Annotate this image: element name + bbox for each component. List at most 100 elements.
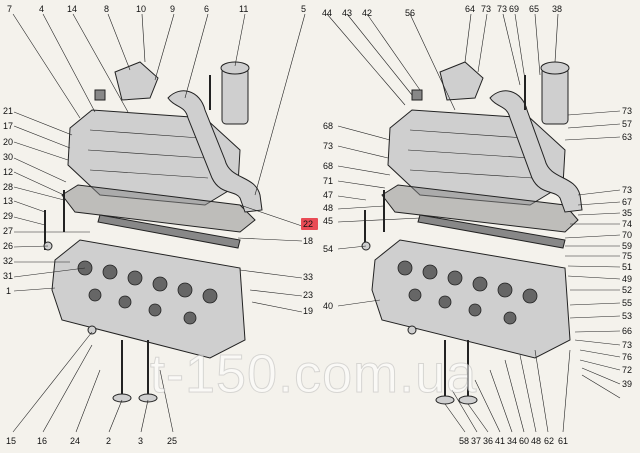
highlight-22-box <box>301 218 318 230</box>
label-62: 62 <box>544 436 554 446</box>
label-1: 1 <box>6 286 11 296</box>
label-8: 8 <box>104 4 109 14</box>
label-21: 21 <box>3 106 13 116</box>
right-thermostat <box>541 67 569 125</box>
label-14: 14 <box>67 4 77 14</box>
left-labels: 7 4 14 8 10 9 6 11 5 21 17 20 30 12 28 1… <box>3 4 318 446</box>
label-66: 66 <box>622 326 632 336</box>
label-51: 51 <box>622 262 632 272</box>
right-leader-lines <box>326 13 621 433</box>
label-38: 38 <box>552 4 562 14</box>
right-gasket <box>381 184 579 233</box>
label-18: 18 <box>303 236 313 246</box>
label-64: 64 <box>465 4 475 14</box>
right-filler-cap <box>439 61 484 101</box>
label-40: 40 <box>323 301 333 311</box>
left-thermostat <box>221 67 249 125</box>
label-39: 39 <box>622 379 632 389</box>
label-31: 31 <box>3 271 13 281</box>
label-32: 32 <box>3 256 13 266</box>
label-15: 15 <box>6 436 16 446</box>
label-71: 71 <box>323 176 333 186</box>
label-70: 70 <box>622 230 632 240</box>
label-60: 60 <box>519 436 529 446</box>
label-53: 53 <box>622 311 632 321</box>
label-6: 6 <box>204 4 209 14</box>
label-30: 30 <box>3 152 13 162</box>
label-43: 43 <box>342 8 352 18</box>
label-67: 67 <box>622 197 632 207</box>
watermark: t-150.com.ua <box>150 344 477 404</box>
label-57: 57 <box>622 119 632 129</box>
label-34: 34 <box>507 436 517 446</box>
label-76: 76 <box>622 352 632 362</box>
label-73e: 73 <box>622 185 632 195</box>
label-54: 54 <box>323 244 333 254</box>
label-13: 13 <box>3 196 13 206</box>
label-42: 42 <box>362 8 372 18</box>
left-cylinder-head <box>51 239 246 359</box>
label-23: 23 <box>303 290 313 300</box>
label-73c: 73 <box>323 141 333 151</box>
label-72: 72 <box>622 365 632 375</box>
right-pipe <box>489 90 583 213</box>
left-gasket <box>61 184 256 233</box>
label-48a: 48 <box>323 203 333 213</box>
label-27: 27 <box>3 226 13 236</box>
label-55: 55 <box>622 298 632 308</box>
label-26: 26 <box>3 241 13 251</box>
label-22[interactable]: 22 <box>303 219 313 229</box>
label-5: 5 <box>301 4 306 14</box>
label-17: 17 <box>3 121 13 131</box>
label-24: 24 <box>70 436 80 446</box>
label-37: 37 <box>471 436 481 446</box>
label-11: 11 <box>239 4 248 14</box>
label-47: 47 <box>323 190 333 200</box>
right-labels: 44 43 42 56 64 73 73 69 65 38 68 73 68 7… <box>322 4 632 446</box>
label-63: 63 <box>622 132 632 142</box>
label-45: 45 <box>323 216 333 226</box>
right-assembly <box>361 61 583 405</box>
left-rocker-shaft <box>97 214 241 249</box>
label-73a: 73 <box>481 4 491 14</box>
label-69: 69 <box>509 4 519 14</box>
label-12: 12 <box>3 167 13 177</box>
label-52: 52 <box>622 285 632 295</box>
label-73b: 73 <box>497 4 507 14</box>
label-73d: 73 <box>622 106 632 116</box>
label-2: 2 <box>106 436 111 446</box>
label-29: 29 <box>3 211 13 221</box>
left-pipe <box>167 90 263 213</box>
label-19: 19 <box>303 306 313 316</box>
label-74: 74 <box>622 219 632 229</box>
label-68a: 68 <box>323 121 333 131</box>
label-4: 4 <box>39 4 44 14</box>
label-33: 33 <box>303 272 313 282</box>
label-49: 49 <box>622 274 632 284</box>
label-3: 3 <box>138 436 143 446</box>
label-68b: 68 <box>323 161 333 171</box>
label-20: 20 <box>3 137 13 147</box>
label-44: 44 <box>322 8 332 18</box>
label-16: 16 <box>37 436 47 446</box>
label-41: 41 <box>495 436 505 446</box>
label-73f: 73 <box>622 340 632 350</box>
label-56: 56 <box>405 8 415 18</box>
label-10: 10 <box>136 4 146 14</box>
label-48b: 48 <box>531 436 541 446</box>
right-rocker-shaft <box>417 214 566 249</box>
label-65: 65 <box>529 4 539 14</box>
left-filler-cap <box>114 61 159 101</box>
label-35: 35 <box>622 208 632 218</box>
label-36: 36 <box>483 436 493 446</box>
label-58: 58 <box>459 436 469 446</box>
label-25: 25 <box>167 436 177 446</box>
label-9: 9 <box>170 4 175 14</box>
label-59: 59 <box>622 241 632 251</box>
left-leader-lines <box>12 13 306 433</box>
label-7: 7 <box>7 4 12 14</box>
label-61: 61 <box>558 436 568 446</box>
label-75: 75 <box>622 251 632 261</box>
